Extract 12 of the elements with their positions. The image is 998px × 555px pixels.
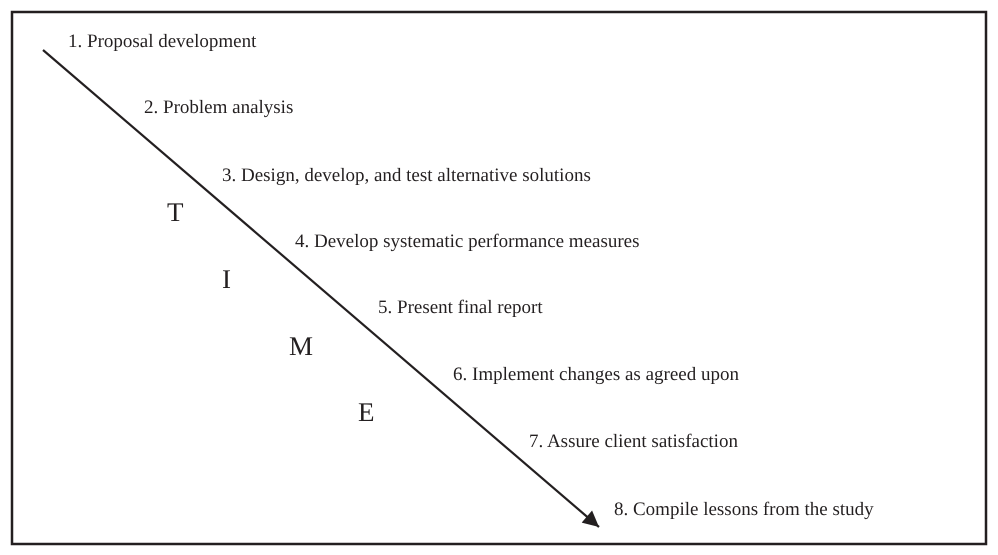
step-label: 2. Problem analysis (144, 98, 294, 117)
step-label: 4. Develop systematic performance measures (295, 232, 640, 251)
axis-letter: I (222, 266, 231, 293)
axis-letter: M (289, 333, 314, 360)
step-label: 5. Present final report (378, 298, 543, 317)
step-label: 3. Design, develop, and test alternative solutions (222, 166, 591, 185)
axis-letter: T (167, 199, 184, 226)
step-label: 8. Compile lessons from the study (614, 500, 874, 519)
step-label: 7. Assure client satisfaction (529, 432, 738, 451)
step-label: 1. Proposal development (68, 32, 256, 51)
axis-letter: E (358, 399, 374, 426)
step-label: 6. Implement changes as agreed upon (453, 365, 739, 384)
